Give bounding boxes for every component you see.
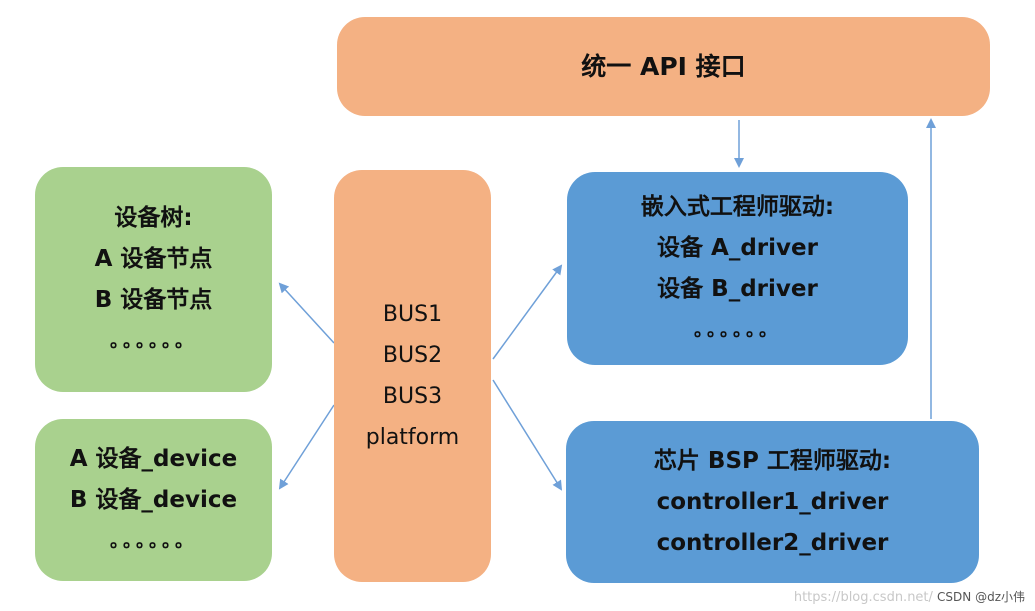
bus-line: BUS3 xyxy=(382,384,443,409)
bsp-driver-title: 芯片 BSP 工程师驱动: xyxy=(653,447,892,474)
embedded-driver-ellipsis: 。。。。。。 xyxy=(694,319,781,341)
watermark-url: https://blog.csdn.net/ xyxy=(793,590,933,605)
embedded-driver-line: 设备 B_driver xyxy=(657,275,818,302)
unified-api-label: 统一 API 接口 xyxy=(581,52,746,81)
bsp-driver-line: controller1_driver xyxy=(656,488,889,515)
bus-line: platform xyxy=(365,425,460,450)
unified-api-box: 统一 API 接口 xyxy=(337,17,990,116)
device-tree-ellipsis: 。。。。。。 xyxy=(110,330,197,352)
watermark: https://blog.csdn.net/ CSDN @dz小伟 xyxy=(794,588,1025,605)
device-tree-box: 设备树: A 设备节点 B 设备节点 。。。。。。 xyxy=(35,167,272,392)
device-tree-line: B 设备节点 xyxy=(94,286,213,313)
arrow-bus-to-bsp xyxy=(492,379,563,491)
device-ellipsis: 。。。。。。 xyxy=(110,530,197,552)
embedded-driver-box: 嵌入式工程师驱动: 设备 A_driver 设备 B_driver 。。。。。。 xyxy=(567,172,908,365)
device-tree-title: 设备树: xyxy=(114,204,193,231)
bsp-driver-box: 芯片 BSP 工程师驱动: controller1_driver control… xyxy=(566,421,979,583)
embedded-driver-line: 设备 A_driver xyxy=(657,234,818,261)
bus-box: BUS1 BUS2 BUS3 platform xyxy=(334,170,491,582)
bus-line: BUS1 xyxy=(382,302,443,327)
watermark-brand: CSDN @dz小伟 xyxy=(937,590,1025,604)
arrow-bus-to-embedded xyxy=(492,264,563,360)
bus-line: BUS2 xyxy=(382,343,443,368)
device-line: A 设备_device xyxy=(69,445,238,472)
embedded-driver-title: 嵌入式工程师驱动: xyxy=(640,193,835,220)
device-line: B 设备_device xyxy=(69,486,238,513)
device-tree-line: A 设备节点 xyxy=(94,245,213,272)
bsp-driver-line: controller2_driver xyxy=(656,529,889,556)
device-box: A 设备_device B 设备_device 。。。。。。 xyxy=(35,419,272,581)
arrow-bus-to-device-tree xyxy=(278,282,335,344)
arrow-bus-to-device xyxy=(278,404,335,490)
